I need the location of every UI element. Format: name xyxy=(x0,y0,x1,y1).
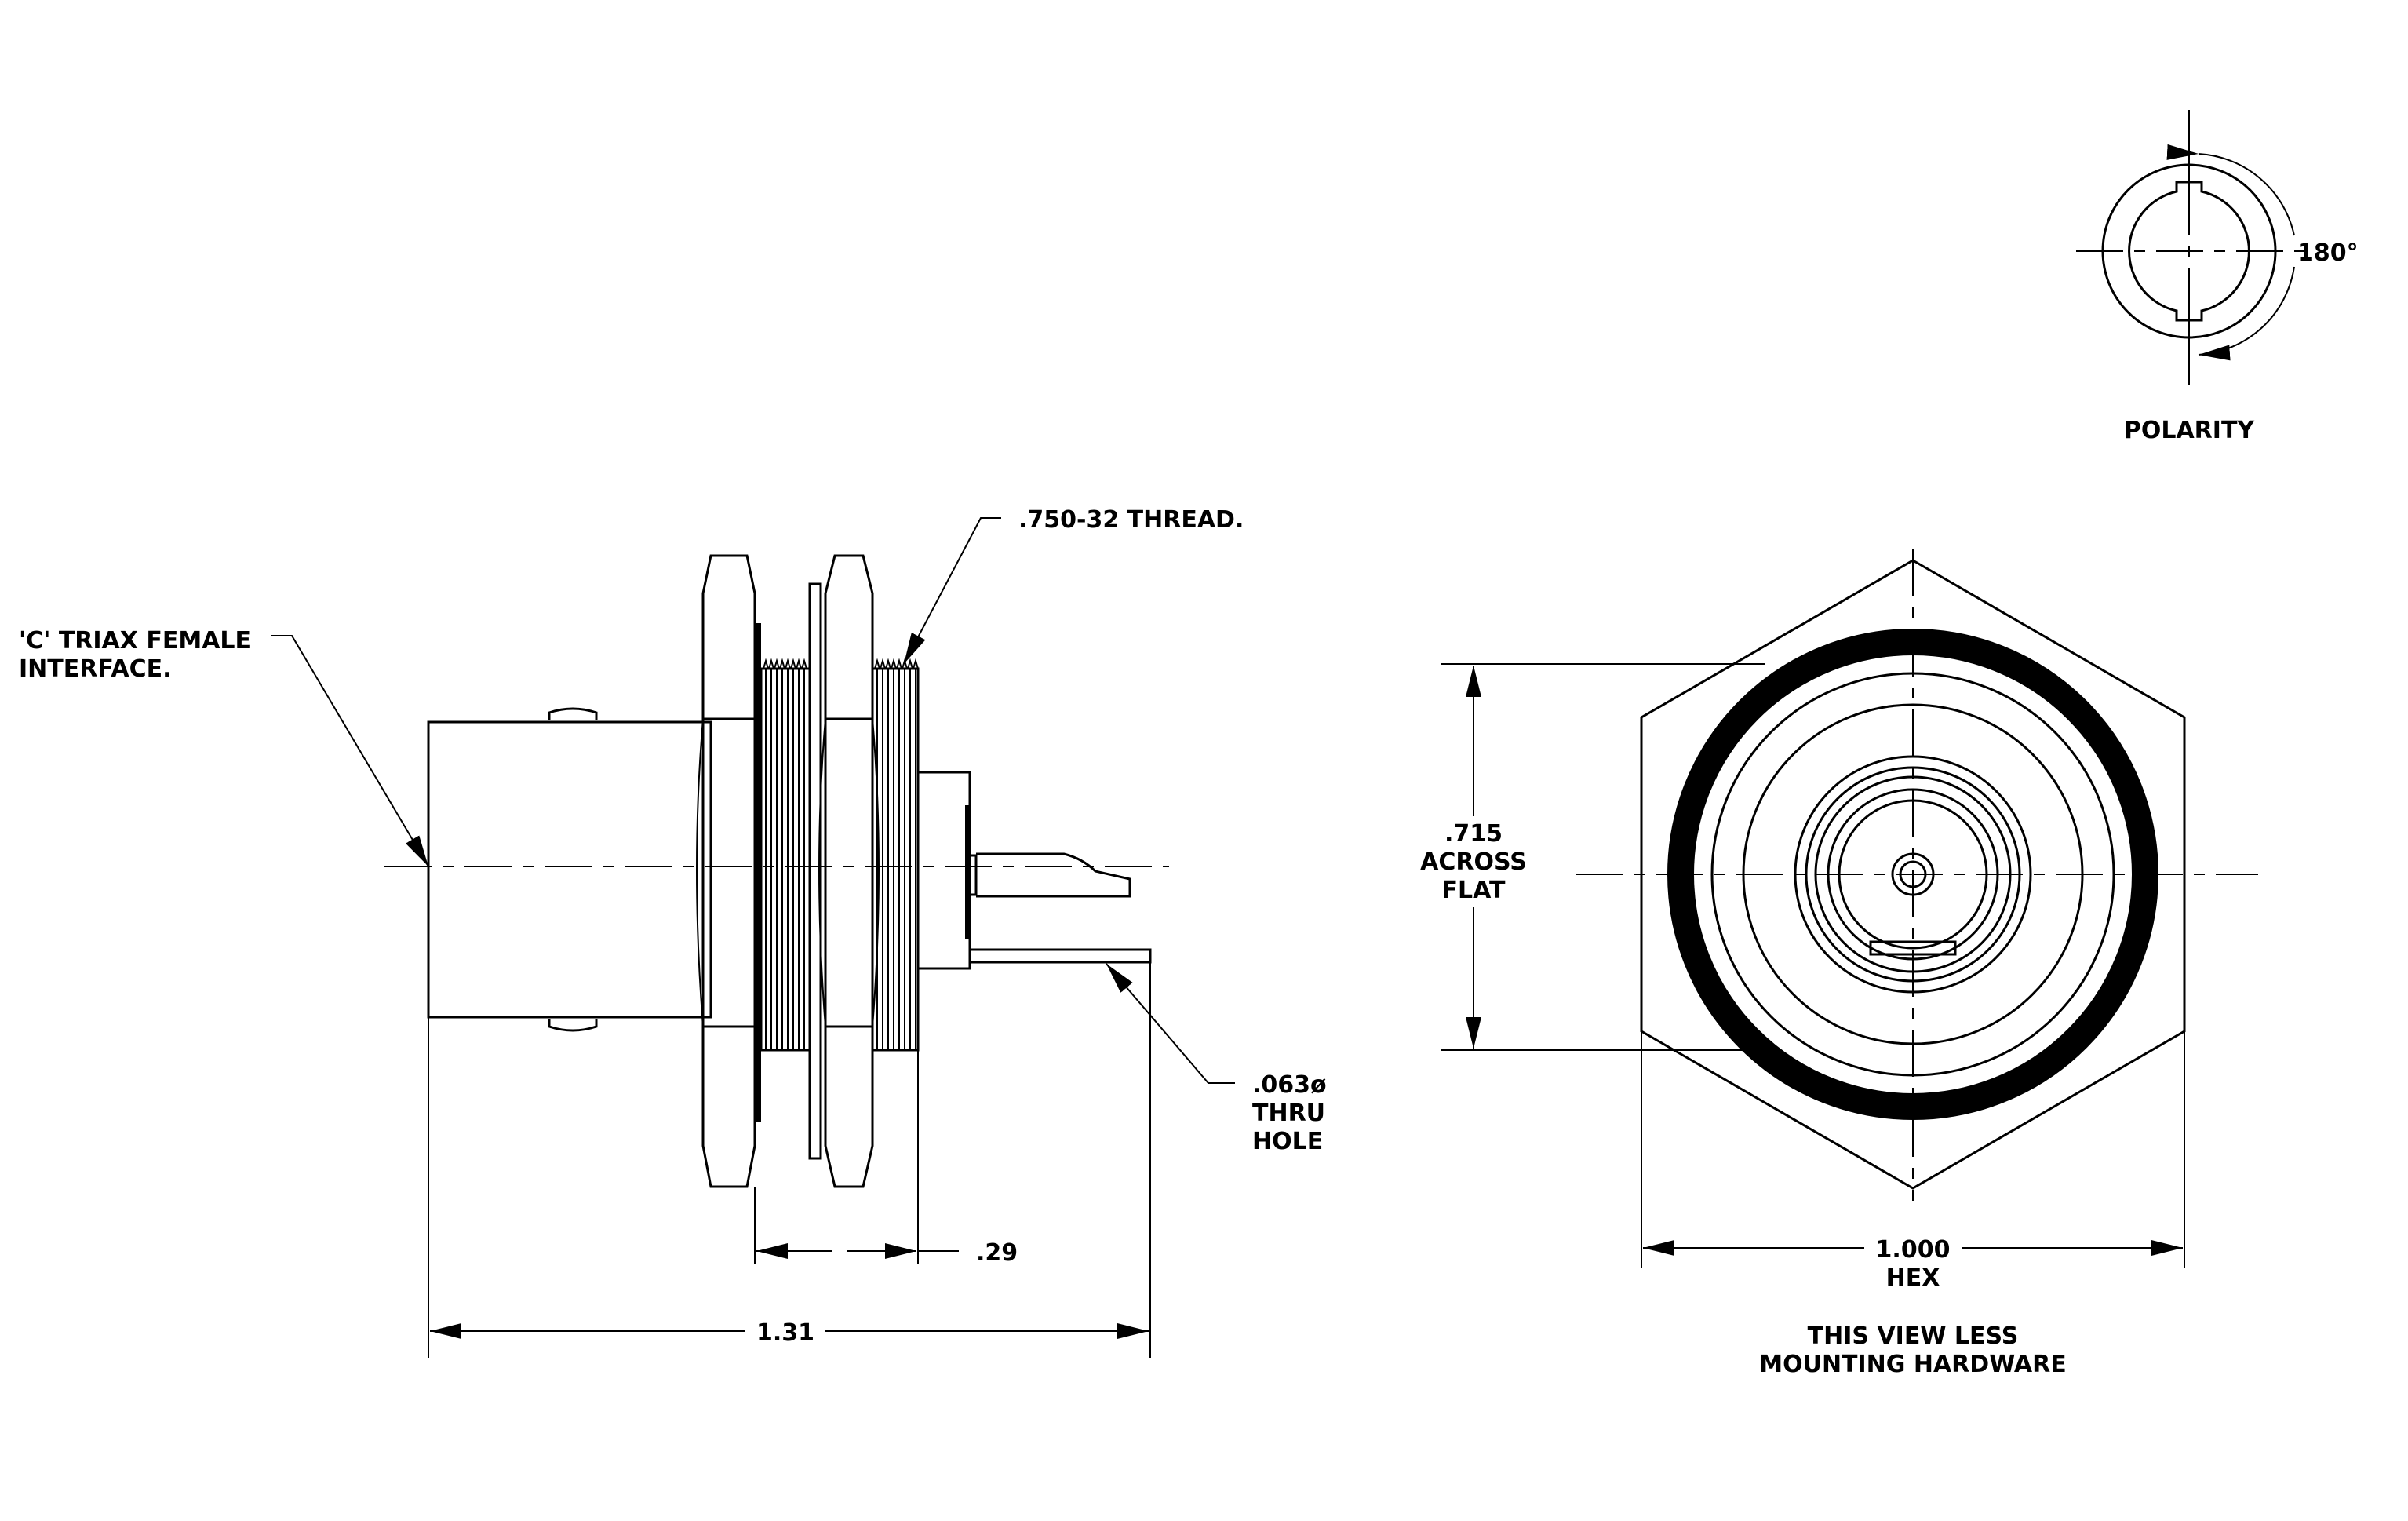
front-view: .715 ACROSS FLAT 1.000 HEX THIS VIEW LES… xyxy=(1420,549,2258,1378)
thread-crest xyxy=(891,658,897,669)
polarity-caption: POLARITY xyxy=(2124,417,2256,444)
center-contact xyxy=(976,852,1131,898)
interface-circle-1 xyxy=(1794,755,2032,994)
hole-label-line3: HOLE xyxy=(1252,1128,1323,1155)
thread-crest xyxy=(896,658,902,669)
dim-overall-label: 1.31 xyxy=(756,1319,814,1347)
polarity-arc-bottom xyxy=(2198,266,2295,361)
front-note-line1: THIS VIEW LESS xyxy=(1808,1322,2019,1350)
key-slot xyxy=(1869,940,1957,956)
hex-label-line2: HEX xyxy=(1886,1264,1940,1292)
hex-nut-front xyxy=(696,554,762,1188)
polarity-angle-label: 180° xyxy=(2297,239,2359,267)
flat-label-line3: FLAT xyxy=(1442,877,1506,904)
hex-label-line1: 1.000 xyxy=(1876,1236,1951,1264)
rear-body xyxy=(916,771,978,970)
polarity-view: 180° POLARITY xyxy=(2076,110,2359,444)
dim-small-label: .29 xyxy=(976,1239,1018,1267)
thread-crest xyxy=(874,658,880,669)
interface-circle-3 xyxy=(1814,775,2012,973)
hex-outline xyxy=(1640,559,2186,1190)
interface-circle-2 xyxy=(1805,766,2021,983)
side-view: .29 1.31 'C' TRIAX FEMALE INTERFACE. .75… xyxy=(19,506,1327,1358)
thread-crest xyxy=(880,658,886,669)
interface-label-line2: INTERFACE. xyxy=(19,655,172,683)
thread-label: .750-32 THREAD. xyxy=(1018,506,1244,534)
solder-tab xyxy=(970,948,1152,964)
interface-circle-5 xyxy=(1838,799,1988,950)
interface-circle-4 xyxy=(1827,788,1999,961)
polarity-outer-circle xyxy=(2101,163,2277,339)
flat-label-line1: .715 xyxy=(1444,820,1503,848)
hole-label-line1: .063ø xyxy=(1252,1071,1327,1099)
body-outer-circle xyxy=(1710,672,2115,1077)
polarity-keyed-insert xyxy=(2128,181,2250,322)
front-note-line2: MOUNTING HARDWARE xyxy=(1759,1351,2067,1378)
interface-leader xyxy=(271,635,429,867)
panel-gasket-ring xyxy=(1667,629,2158,1120)
thread-crest xyxy=(779,658,785,669)
gasket xyxy=(755,623,761,1122)
center-pin-inner xyxy=(1899,860,1927,888)
thread-leader xyxy=(903,517,1001,665)
center-pin-outer xyxy=(1891,852,1935,896)
interface-body xyxy=(427,707,712,1032)
thread-crest xyxy=(768,658,774,669)
thread-crest xyxy=(885,658,891,669)
flat-label-line2: ACROSS xyxy=(1420,848,1527,876)
thread-crest xyxy=(763,658,769,669)
thread-crest xyxy=(774,658,780,669)
hole-label-line2: THRU xyxy=(1252,1100,1325,1127)
lock-washer xyxy=(808,582,822,1160)
polarity-arc-top xyxy=(2166,144,2295,236)
thread-crest xyxy=(796,658,802,669)
interface-label-line1: 'C' TRIAX FEMALE xyxy=(19,627,251,655)
hole-leader xyxy=(1106,963,1235,1084)
thread-crest xyxy=(790,658,796,669)
hex-nut-rear xyxy=(818,554,880,1188)
thread-section-left xyxy=(760,658,811,1052)
thread-crest xyxy=(801,658,807,669)
body-inner-circle xyxy=(1742,703,2084,1045)
thread-crest xyxy=(785,658,791,669)
